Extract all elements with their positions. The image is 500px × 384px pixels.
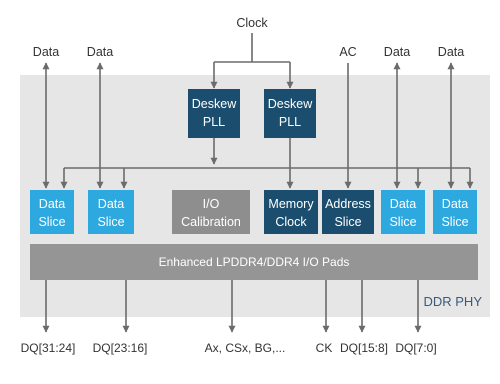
svg-text:Calibration: Calibration [181,215,241,229]
svg-text:Data: Data [39,197,65,211]
dq7-0-label: DQ[7:0] [395,341,436,355]
address-bus-label: Ax, CSx, BG,... [205,341,286,355]
clock-bus [60,167,474,189]
svg-text:I/O: I/O [203,197,220,211]
address-slice-block: Address Slice [322,190,374,234]
ck-label: CK [316,341,333,355]
svg-text:Memory: Memory [268,197,314,211]
data-slice-block-3: Data Slice [381,190,425,234]
svg-text:Deskew: Deskew [268,97,313,111]
io-pads-bar: Enhanced LPDDR4/DDR4 I/O Pads [30,244,478,280]
ddr-phy-label: DDR PHY [423,294,482,309]
deskew-pll-block-2: Deskew PLL [264,89,316,138]
io-calibration-block: I/O Calibration [172,190,250,234]
data-slice-block-4: Data Slice [433,190,477,234]
svg-text:PLL: PLL [203,115,225,129]
svg-text:Enhanced LPDDR4/DDR4 I/O Pads: Enhanced LPDDR4/DDR4 I/O Pads [159,255,350,269]
deskew-pll-block-1: Deskew PLL [188,89,240,138]
data-label-1: Data [33,45,59,59]
pll-output-connectors [210,138,294,189]
svg-text:Slice: Slice [334,215,361,229]
data-label-4: Data [438,45,464,59]
svg-text:Clock: Clock [275,215,307,229]
dq15-8-label: DQ[15:8] [340,341,388,355]
pad-output-arrows [42,280,422,333]
svg-text:PLL: PLL [279,115,301,129]
svg-text:Slice: Slice [441,215,468,229]
svg-text:Slice: Slice [97,215,124,229]
clock-connector [210,33,294,89]
svg-text:Address: Address [325,197,371,211]
svg-text:Data: Data [390,197,416,211]
memory-clock-block: Memory Clock [264,190,318,234]
data-slice-block-2: Data Slice [88,190,134,234]
clock-label: Clock [236,16,268,30]
svg-text:Data: Data [442,197,468,211]
data-slice-block-1: Data Slice [30,190,74,234]
data-label-3: Data [384,45,410,59]
svg-text:Data: Data [98,197,124,211]
data-bidirectional-lines [42,62,455,189]
dq23-16-label: DQ[23:16] [93,341,148,355]
dq31-24-label: DQ[31:24] [21,341,76,355]
ac-label: AC [339,45,356,59]
svg-text:Slice: Slice [38,215,65,229]
svg-text:Deskew: Deskew [192,97,237,111]
data-label-2: Data [87,45,113,59]
svg-text:Slice: Slice [389,215,416,229]
